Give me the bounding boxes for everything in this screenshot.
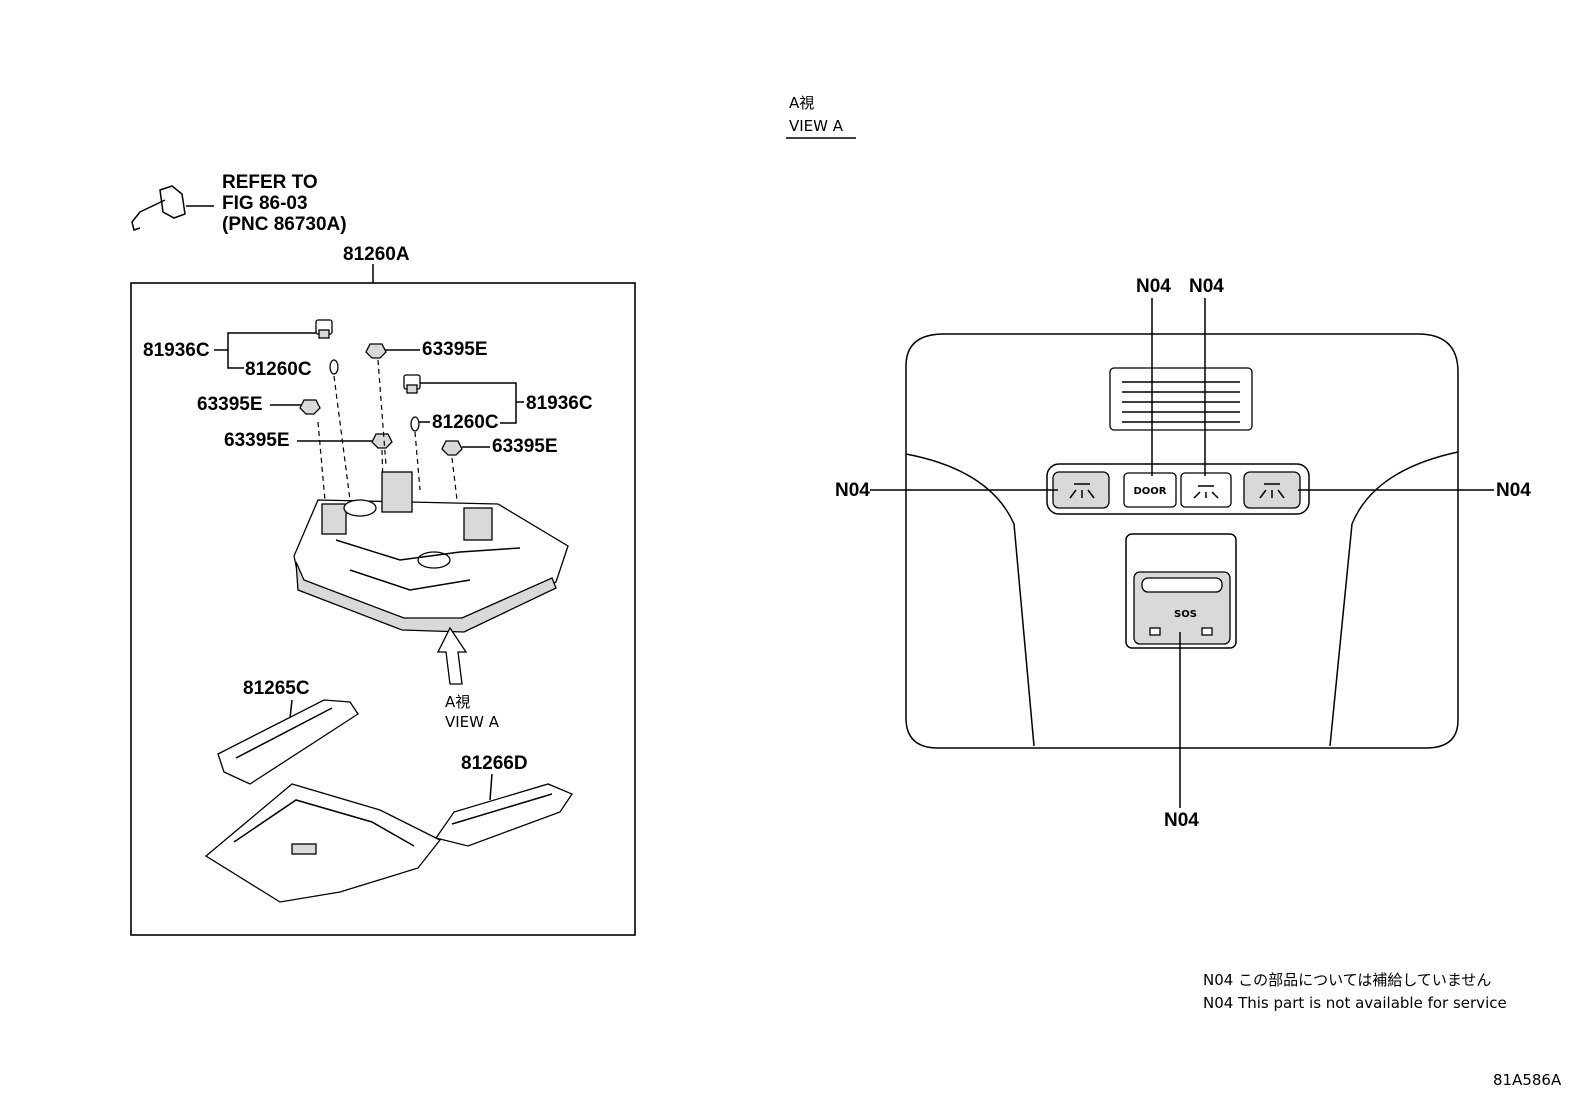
part-label-clip-left: 63395E: [197, 394, 263, 415]
callout-top-left: N04: [1136, 276, 1171, 297]
bulb-socket-left: [315, 319, 333, 339]
view-a-left-en: VIEW A: [445, 713, 500, 731]
clip-mid: [371, 433, 393, 449]
map-lamp-left-icon: [1069, 483, 1095, 499]
clip-top: [365, 343, 387, 359]
assembly-frame: [130, 282, 636, 936]
door-switch[interactable]: [1123, 472, 1177, 508]
lens-left: [217, 699, 359, 785]
door-button-label: DOOR: [1133, 486, 1166, 497]
wire-harness-reference: [131, 185, 214, 231]
part-label-socket-left: 81936C: [143, 340, 210, 361]
refer-line-3: (PNC 86730A): [222, 214, 347, 235]
part-label-lens-left: 81265C: [243, 678, 310, 699]
bulb-left: [329, 359, 339, 375]
note-english: N04 This part is not available for servi…: [1203, 994, 1507, 1012]
sos-button-label: SOS: [1174, 609, 1197, 620]
figure-id: 81A586A: [1493, 1071, 1562, 1089]
overhead-console-view: DOOR SOS: [905, 333, 1459, 749]
clip-left: [299, 399, 321, 415]
bulb-right: [410, 416, 420, 432]
callout-left: N04: [835, 480, 870, 501]
part-label-socket-right: 81936C: [526, 393, 593, 414]
part-label-assembly: 81260A: [343, 244, 410, 265]
note-japanese: N04 この部品については補給していません: [1203, 971, 1491, 989]
refer-line-1: REFER TO: [222, 172, 318, 193]
callout-bottom: N04: [1164, 810, 1199, 831]
view-a-right-en: VIEW A: [789, 117, 844, 135]
clip-right: [441, 440, 463, 456]
dome-light-switch[interactable]: [1180, 472, 1232, 508]
view-a-right-jp: A視: [789, 94, 814, 112]
view-a-arrow: [436, 626, 468, 685]
console-housing: [293, 471, 569, 633]
dome-light-icon: [1193, 485, 1219, 499]
part-label-bulb-left: 81260C: [245, 359, 312, 380]
part-label-clip-mid: 63395E: [224, 430, 290, 451]
map-lamp-left-switch[interactable]: [1052, 471, 1110, 509]
lower-cover: [204, 783, 442, 903]
refer-line-2: FIG 86-03: [222, 193, 308, 214]
part-label-clip-right: 63395E: [492, 436, 558, 457]
map-lamp-right-icon: [1259, 483, 1285, 499]
part-label-clip-top: 63395E: [422, 339, 488, 360]
lens-right: [434, 783, 573, 847]
part-label-lens-right: 81266D: [461, 753, 528, 774]
view-a-left-jp: A視: [445, 693, 470, 711]
callout-right: N04: [1496, 480, 1531, 501]
part-label-bulb-right: 81260C: [432, 412, 499, 433]
callout-top-right: N04: [1189, 276, 1224, 297]
bulb-socket-right: [403, 374, 421, 394]
